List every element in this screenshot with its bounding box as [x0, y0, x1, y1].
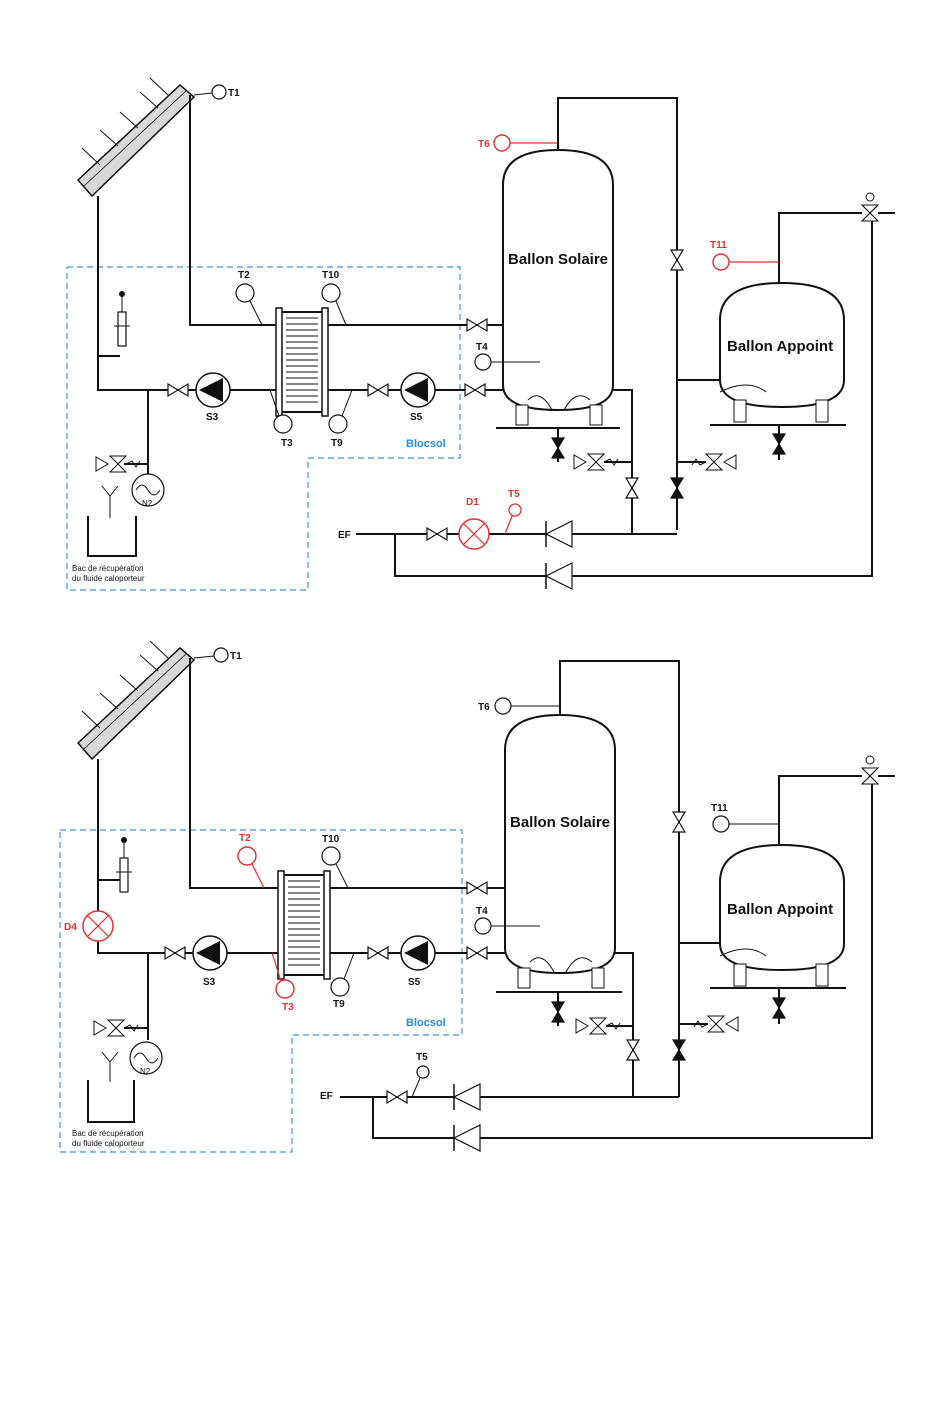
sensor-t5-label: T5	[508, 489, 520, 500]
drain-label-1b: Bac de récupération	[72, 1129, 144, 1138]
expansion-label: N2	[142, 499, 153, 508]
pump-s5-label: S5	[410, 412, 423, 423]
sensor-t1-label-2: T1	[230, 651, 242, 662]
sensor-t11-label: T11	[710, 240, 727, 251]
safety-valve-2-icon	[574, 454, 618, 470]
diagram-top: Blocsol T1 S3 T2 T3	[67, 78, 895, 590]
drain-label-2: du fluide caloporteur	[72, 574, 145, 583]
sensor-t2-label-2: T2	[239, 833, 251, 844]
sensor-t10-icon	[322, 284, 340, 302]
sensor-t6-label-2: T6	[478, 702, 490, 713]
pump-s3-icon-2	[193, 936, 227, 970]
sensor-t5-icon-2	[417, 1066, 429, 1078]
air-vent-icon	[114, 291, 130, 346]
sensor-t9-label-2: T9	[333, 999, 345, 1010]
sensor-t3-label-2: T3	[282, 1002, 294, 1013]
sensor-t10-label: T10	[322, 270, 340, 281]
drain-tray-icon-2	[88, 1080, 134, 1122]
zone-label: Blocsol	[406, 438, 446, 450]
backup-tank-label-2: Ballon Appoint	[727, 901, 833, 918]
expansion-label-2: N2	[140, 1067, 151, 1076]
safety-valve-icon	[96, 456, 140, 472]
check-valve-icon	[546, 521, 572, 547]
pump-s3-label: S3	[206, 412, 219, 423]
sensor-t1-label: T1	[228, 88, 240, 99]
sensor-t9-label: T9	[331, 438, 343, 449]
sensor-t4-label-2: T4	[476, 906, 488, 917]
solar-tank-label: Ballon Solaire	[508, 251, 608, 268]
sensor-t4-label: T4	[476, 342, 488, 353]
check-valve-2-icon-2	[454, 1125, 480, 1151]
sensor-t11-icon	[713, 254, 729, 270]
sensor-t6-label: T6	[478, 139, 490, 150]
backup-tank-label: Ballon Appoint	[727, 338, 833, 355]
diagram-bottom: Blocsol D4 T1 S3 T2 T3	[60, 641, 895, 1152]
pump-s5-icon-2	[401, 936, 435, 970]
solar-panel-icon	[78, 78, 194, 196]
heat-exchanger-icon	[276, 308, 328, 416]
inlet-label: EF	[338, 530, 351, 541]
safety-valve-3-icon	[692, 454, 736, 470]
air-vent-icon-2	[116, 837, 132, 892]
sensor-t5-label-2: T5	[416, 1052, 428, 1063]
inlet-label-2: EF	[320, 1091, 333, 1102]
sensor-t10-label-2: T10	[322, 834, 340, 845]
solar-panel-icon-2	[78, 641, 194, 759]
pump-s5-icon	[401, 373, 435, 407]
zone-label-2: Blocsol	[406, 1017, 446, 1029]
sensor-t5-icon	[509, 504, 521, 516]
sensor-t10-icon-2	[322, 847, 340, 865]
drain-label-1: Bac de récupération	[72, 564, 144, 573]
sensor-t6-icon-2	[495, 698, 511, 714]
flowmeter-d4-label: D4	[64, 922, 77, 933]
sensor-t1-icon-2	[214, 648, 228, 662]
safety-valve-icon-2	[94, 1020, 138, 1036]
sensor-t2-icon-2	[238, 847, 256, 865]
mixing-valve-icon	[862, 193, 895, 221]
sensor-t3-label: T3	[281, 438, 293, 449]
sensor-t2-label: T2	[238, 270, 250, 281]
sensor-t2-icon	[236, 284, 254, 302]
check-valve-2-icon	[546, 563, 572, 589]
safety-valve-2-icon-2	[576, 1018, 620, 1034]
sensor-t9-icon	[329, 415, 347, 433]
sensor-t6-icon	[494, 135, 510, 151]
pump-s3-icon	[196, 373, 230, 407]
flowmeter-d1-label: D1	[466, 497, 479, 508]
solar-tank	[503, 150, 613, 410]
check-valve-icon-2	[454, 1084, 480, 1110]
pump-s3-label-2: S3	[203, 977, 216, 988]
mixing-valve-icon-2	[862, 756, 895, 784]
solar-tank-label-2: Ballon Solaire	[510, 814, 610, 831]
heat-exchanger-icon-2	[278, 871, 330, 979]
sensor-t4-icon-2	[475, 918, 491, 934]
sensor-t11-icon-2	[713, 816, 729, 832]
sensor-t11-label-2: T11	[711, 803, 728, 814]
sensor-t3-icon-2	[276, 980, 294, 998]
solar-tank-2	[505, 715, 615, 973]
drain-label-2b: du fluide caloporteur	[72, 1139, 145, 1148]
sensor-t9-icon-2	[331, 978, 349, 996]
sensor-t3-icon	[274, 415, 292, 433]
safety-valve-3-icon-2	[694, 1016, 738, 1032]
pump-s5-label-2: S5	[408, 977, 421, 988]
sensor-t1-icon	[212, 85, 226, 99]
drain-tray-icon	[88, 516, 136, 556]
sensor-t4-icon	[475, 354, 491, 370]
